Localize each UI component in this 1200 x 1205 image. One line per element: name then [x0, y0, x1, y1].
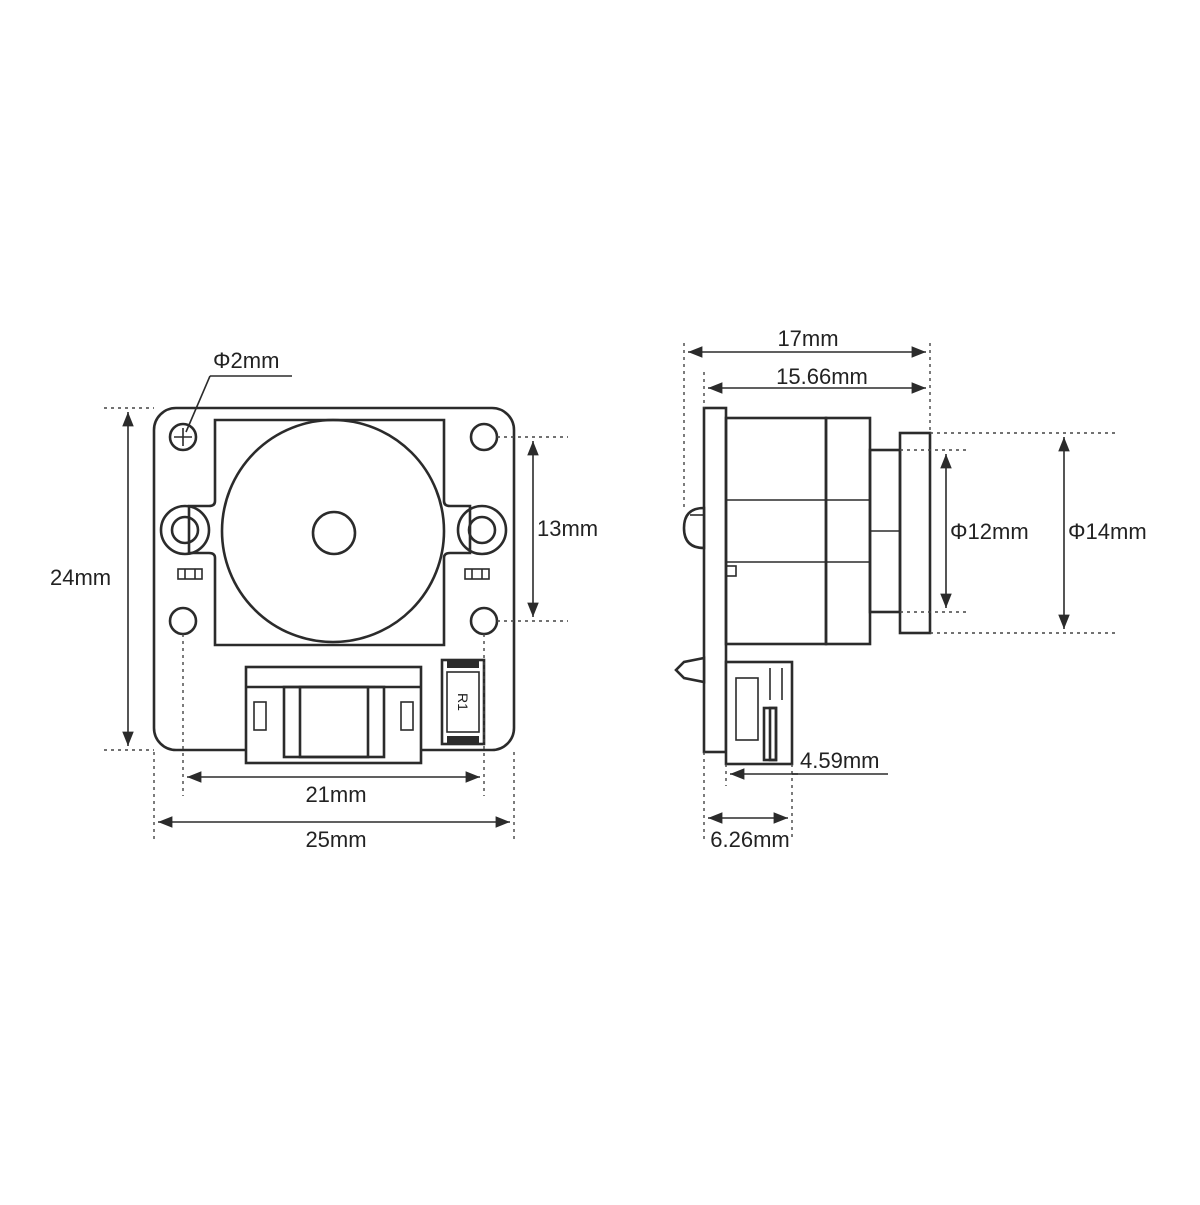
resistor-marking: R1: [455, 693, 471, 711]
dim-board-height: 24mm: [50, 407, 154, 751]
dim-total-depth: 17mm: [683, 326, 931, 508]
dim-outer-diameter: Φ14mm: [930, 432, 1147, 634]
side-buzzer-cap: [824, 416, 872, 646]
tab-hole-right: [456, 504, 508, 556]
front-view: R1 Φ2mm 24mm 13mm 21mm: [50, 348, 598, 852]
side-buzzer-body: [724, 416, 828, 646]
dim-mount-hole-diameter: Φ2mm: [185, 348, 292, 433]
dim-connector-depth: 4.59mm: [725, 748, 888, 840]
connector: [244, 665, 423, 765]
dim-label-6-26mm: 6.26mm: [710, 827, 789, 852]
dim-label-4-59mm: 4.59mm: [800, 748, 879, 773]
tab-hole-left-inner: [170, 515, 200, 545]
side-front-knob: [682, 506, 706, 550]
side-rear-nub: [674, 656, 706, 684]
smd-pad-left: [177, 568, 203, 580]
dim-label-13mm: 13mm: [537, 516, 598, 541]
dim-hole-spacing-vertical: 13mm: [497, 436, 598, 622]
buzzer-disc: [220, 418, 446, 644]
side-connector: [724, 660, 794, 766]
dim-label-17mm: 17mm: [777, 326, 838, 351]
mount-hole-top-right: [469, 422, 499, 452]
side-pin: [725, 565, 737, 577]
side-view: 17mm 15.66mm Φ12mm Φ14mm 4.5: [674, 326, 1147, 852]
mount-hole-bottom-right: [469, 606, 499, 636]
buzzer-housing: [187, 418, 472, 647]
dim-label-24mm: 24mm: [50, 565, 111, 590]
dim-inner-diameter: Φ12mm: [900, 449, 1029, 613]
resistor-component: R1: [440, 658, 486, 746]
dim-label-phi12: Φ12mm: [950, 519, 1029, 544]
dim-board-width: 25mm: [153, 752, 515, 852]
dim-hole-spacing-horizontal: 21mm: [182, 634, 485, 807]
dim-label-phi2: Φ2mm: [213, 348, 279, 373]
tab-hole-right-inner: [467, 515, 497, 545]
dim-board-with-connector: 6.26mm: [703, 752, 790, 852]
dim-label-25mm: 25mm: [305, 827, 366, 852]
side-pcb-plate: [702, 406, 728, 754]
dim-label-15-66mm: 15.66mm: [776, 364, 868, 389]
mount-hole-bottom-left: [168, 606, 198, 636]
tab-hole-left: [159, 504, 211, 556]
side-flange: [898, 431, 932, 635]
smd-pad-right: [464, 568, 490, 580]
dim-label-phi14: Φ14mm: [1068, 519, 1147, 544]
buzzer-center: [311, 510, 357, 556]
mount-hole-top-left: [168, 422, 198, 452]
dim-label-21mm: 21mm: [305, 782, 366, 807]
dim-body-depth: 15.66mm: [703, 364, 926, 408]
